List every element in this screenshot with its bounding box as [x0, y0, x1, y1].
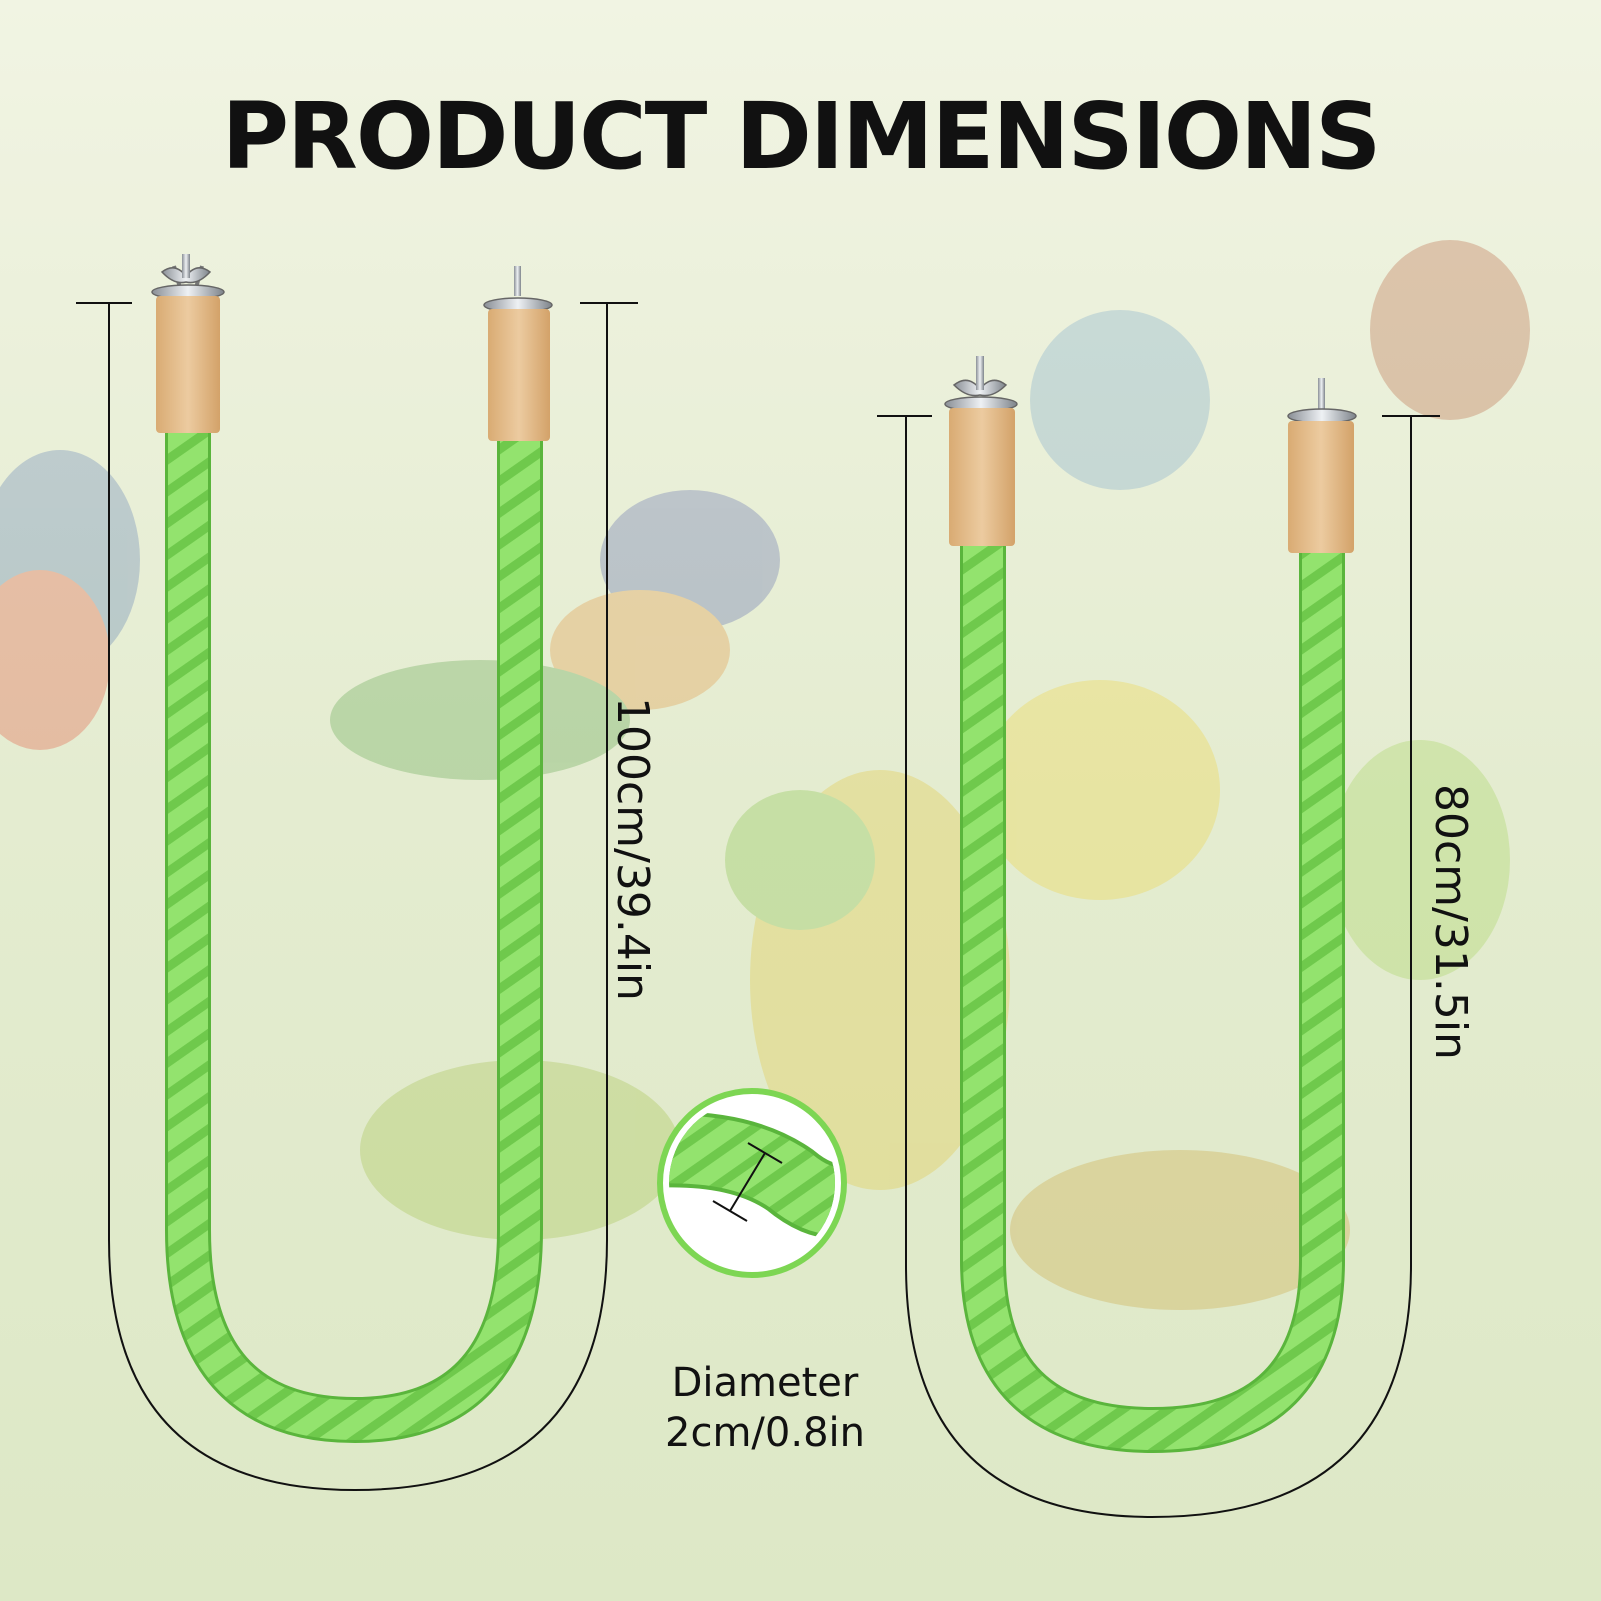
diameter-caption: Diameter 2cm/0.8in — [600, 1358, 930, 1458]
dimension-line-80cm — [877, 415, 1440, 1519]
perch-100cm — [76, 254, 638, 1492]
wooden-cap-left — [151, 254, 225, 433]
background-parrots — [0, 240, 1530, 1310]
wooden-cap-right — [1287, 378, 1357, 553]
length-label-100cm: 100cm/39.4in — [607, 697, 658, 1001]
page-title: PRODUCT DIMENSIONS — [221, 83, 1382, 190]
diameter-detail — [657, 1088, 847, 1278]
diameter-value: 2cm/0.8in — [665, 1410, 865, 1456]
perch-80cm — [877, 356, 1440, 1519]
diameter-label: Diameter — [671, 1360, 859, 1406]
diameter-marker — [712, 1142, 783, 1222]
dimension-line-100cm — [76, 302, 638, 1492]
length-label-80cm: 80cm/31.5in — [1425, 784, 1476, 1060]
wooden-cap-left — [944, 356, 1018, 546]
wooden-cap-right — [483, 266, 553, 441]
